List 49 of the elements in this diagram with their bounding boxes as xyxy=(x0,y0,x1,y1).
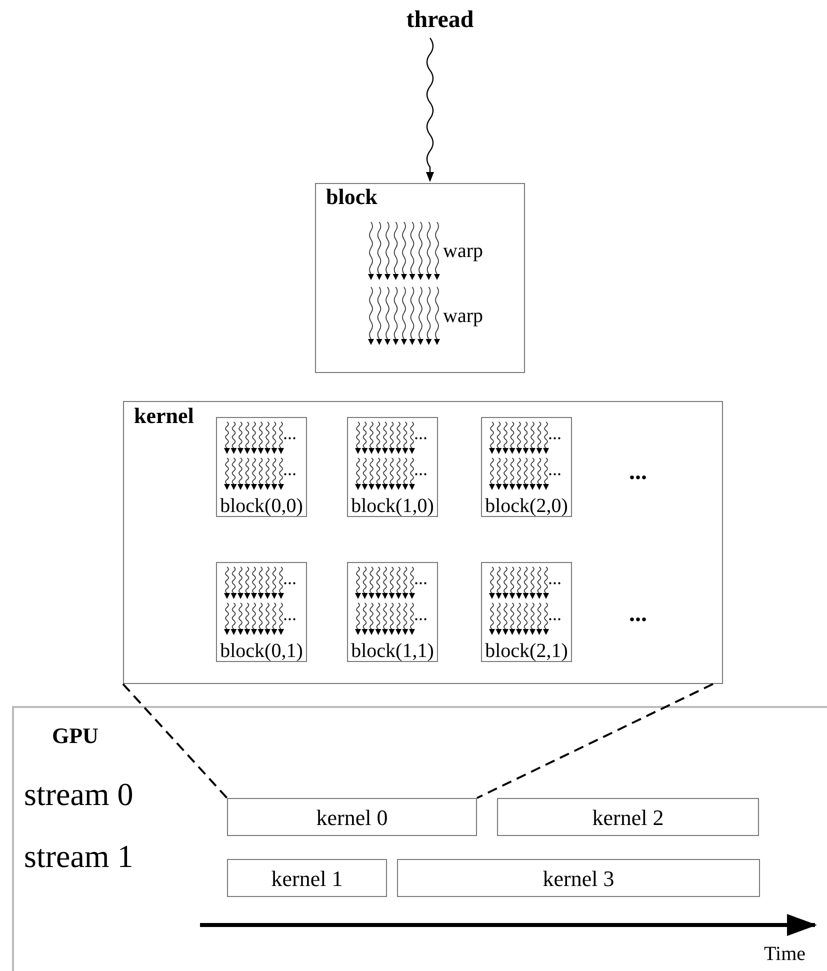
dashed-line xyxy=(476,683,714,799)
box-title: block xyxy=(326,186,378,208)
kernel-label: kernel 1 xyxy=(270,868,344,890)
stream-label: stream 1 xyxy=(24,840,134,872)
kernel-bar xyxy=(227,859,387,897)
axis-label: Time xyxy=(764,944,806,964)
kernel-label: kernel 2 xyxy=(591,807,665,829)
block-label: block(0,1) xyxy=(219,641,304,661)
block-label: block(1,1) xyxy=(350,641,435,661)
ellipsis: ... xyxy=(414,460,428,478)
node-title: thread xyxy=(405,8,475,32)
ellipsis: ... xyxy=(283,460,296,478)
wavy-arrow xyxy=(426,38,434,182)
ellipsis: ... xyxy=(283,569,296,587)
kernel-label: kernel 0 xyxy=(315,807,389,829)
block-box xyxy=(481,562,572,662)
ellipsis: ... xyxy=(548,424,562,442)
kernel-box xyxy=(123,401,723,684)
kernel-bar xyxy=(227,798,477,836)
ellipsis: ... xyxy=(629,602,647,626)
block-label: block(2,0) xyxy=(484,496,569,516)
warp-label: warp xyxy=(443,306,483,326)
gpu-panel xyxy=(12,706,827,971)
ellipsis: ... xyxy=(283,424,296,442)
ellipsis: ... xyxy=(629,460,647,484)
ellipsis: ... xyxy=(548,605,562,623)
ellipsis: ... xyxy=(548,569,562,587)
box-title: GPU xyxy=(52,725,98,747)
kernel-label: kernel 3 xyxy=(542,868,616,890)
block-box xyxy=(315,183,525,373)
ellipsis: ... xyxy=(283,605,296,623)
box-title: kernel xyxy=(134,405,194,427)
warp-label: warp xyxy=(443,241,483,261)
ellipsis: ... xyxy=(414,569,428,587)
ellipsis: ... xyxy=(548,460,562,478)
block-box xyxy=(347,562,438,662)
block-label: block(1,0) xyxy=(350,496,435,516)
block-box xyxy=(481,417,572,517)
kernel-bar xyxy=(497,798,759,836)
dashed-line xyxy=(122,683,228,799)
block-label: block(2,1) xyxy=(484,641,569,661)
block-box xyxy=(216,417,307,517)
block-box xyxy=(347,417,438,517)
ellipsis: ... xyxy=(414,605,428,623)
ellipsis: ... xyxy=(414,424,428,442)
block-box xyxy=(216,562,307,662)
kernel-bar xyxy=(397,859,760,897)
block-label: block(0,0) xyxy=(219,496,304,516)
stream-label: stream 0 xyxy=(24,778,134,810)
